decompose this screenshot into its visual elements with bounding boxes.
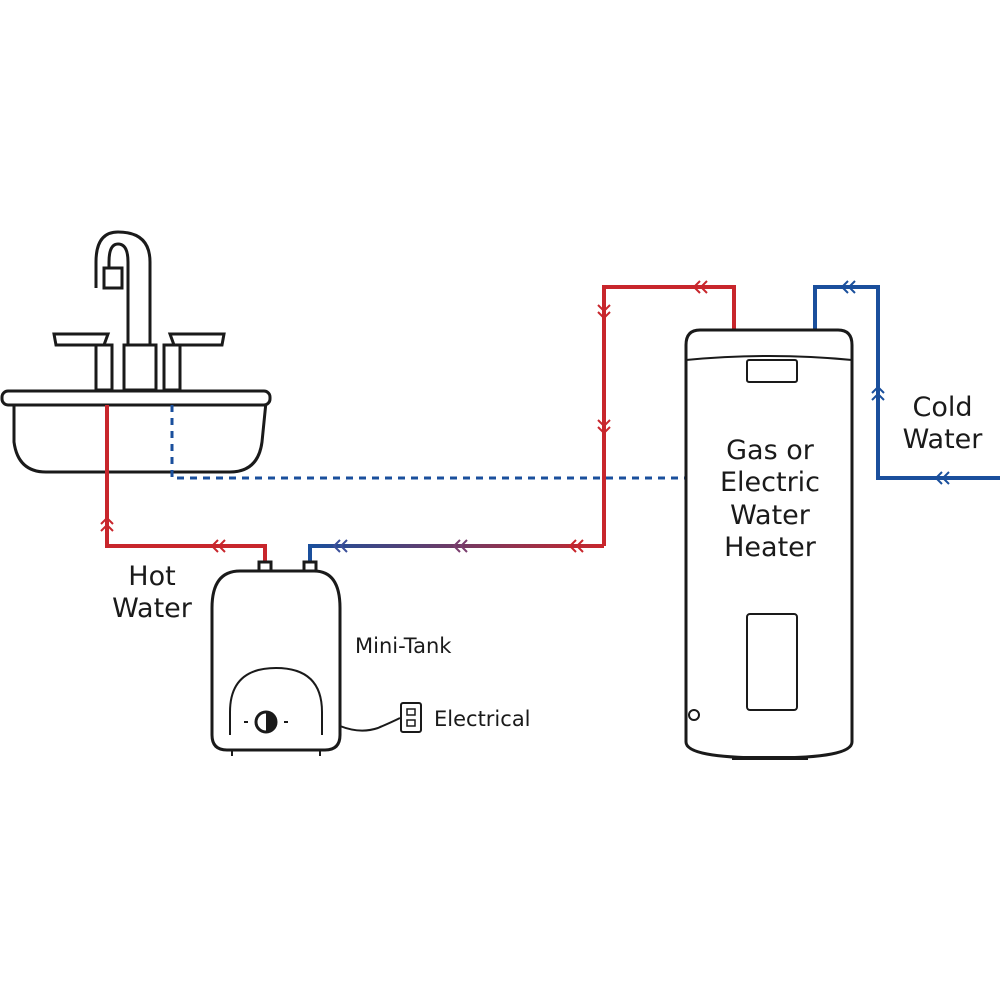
- electrical-label: Electrical: [434, 707, 531, 731]
- power-cord: [339, 717, 401, 732]
- cold-pipe-to-heater: [813, 285, 1000, 480]
- arrow-cold-up: [871, 385, 885, 401]
- drain-valve-icon: [688, 709, 700, 721]
- mini-tank-body: [210, 569, 342, 752]
- mini-tank-panel: [229, 666, 323, 735]
- arrow-mixed-left-3: [568, 539, 584, 553]
- faucet-body: [122, 343, 158, 392]
- arrow-hot-left-top: [692, 280, 708, 294]
- mini-tank-label: Mini-Tank: [355, 634, 452, 658]
- arrow-mixed-left-2: [452, 539, 468, 553]
- water-heater-label-line-3: Water: [730, 499, 810, 531]
- sink-rim: [0, 389, 272, 407]
- faucet-handle-right: [167, 332, 226, 347]
- arrow-hot-up: [100, 516, 114, 532]
- arrow-cold-left-top: [840, 280, 856, 294]
- faucet-handle-left: [52, 332, 111, 347]
- sink: [0, 230, 272, 474]
- cold-pipe-dashed: [170, 405, 688, 480]
- sink-basin: [12, 400, 268, 474]
- faucet-stem-right: [162, 343, 182, 392]
- arrow-hot-down-2: [597, 419, 611, 435]
- hot-water-label-line-2: Water: [112, 593, 192, 625]
- cold-water-label: Cold Water: [885, 392, 1000, 457]
- pipes: [105, 285, 1000, 568]
- water-heater-label-line-1: Gas or: [726, 435, 814, 466]
- hot-water-label: Hot Water: [92, 561, 212, 626]
- faucet-stem-left: [94, 343, 114, 392]
- hot-pipe-from-heater: [602, 285, 736, 546]
- faucet-spout: [94, 230, 152, 390]
- water-heater-label-line-2: Electric: [719, 467, 821, 499]
- water-heater-label-line-4: Heater: [724, 532, 816, 564]
- flow-arrows: [100, 280, 950, 553]
- arrow-mixed-left-1: [332, 539, 348, 553]
- arrow-hot-down-1: [597, 304, 611, 320]
- arrow-cold-left-bottom: [934, 471, 950, 485]
- hot-water-label-line-1: Hot: [128, 561, 176, 592]
- water-heater-label-plate: [746, 359, 798, 383]
- mini-tank: [210, 560, 422, 756]
- water-heater-body: [684, 328, 854, 760]
- electrical-outlet-icon: [400, 702, 422, 733]
- cold-water-label-line-2: Water: [902, 424, 983, 456]
- water-heater-access-panel: [746, 613, 798, 711]
- cold-water-label-line-1: Cold: [912, 392, 973, 423]
- water-heater: [684, 328, 854, 760]
- arrow-hot-left: [210, 539, 226, 553]
- faucet-nozzle: [102, 266, 124, 290]
- water-heater-label: Gas or Electric Water Heater: [690, 435, 850, 565]
